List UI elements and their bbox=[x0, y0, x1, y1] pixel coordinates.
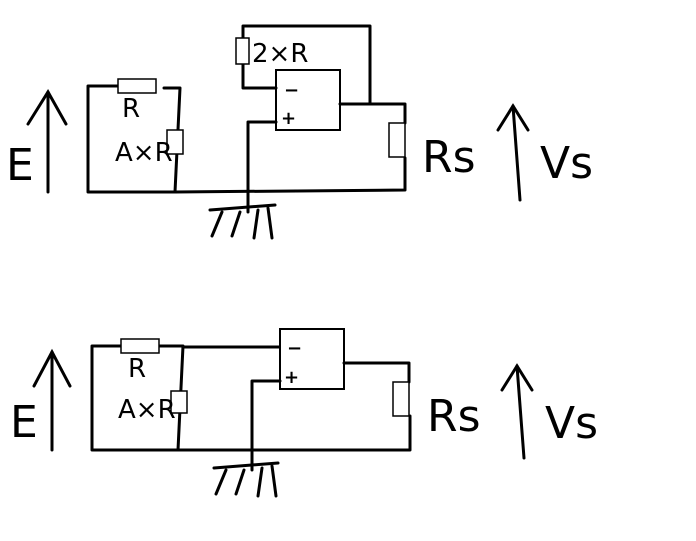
bottom-circuit: E R A×R − + Rs bbox=[10, 328, 598, 498]
bottom-opamp-inverting-sign: − bbox=[287, 338, 302, 359]
bottom-output-wire bbox=[342, 361, 411, 384]
bottom-noninverting-wire bbox=[250, 379, 282, 472]
bottom-shunt-resistor-label: A×R bbox=[118, 395, 176, 425]
top-output-voltage-label: Vs bbox=[540, 138, 593, 189]
bottom-series-resistor bbox=[120, 338, 160, 354]
bottom-load-resistor-label: Rs bbox=[427, 391, 481, 442]
bottom-source-label: E bbox=[10, 397, 38, 448]
top-opamp-inverting-sign: − bbox=[284, 80, 299, 101]
bottom-series-resistor-label: R bbox=[128, 354, 146, 384]
bottom-ground-rail bbox=[176, 414, 412, 452]
top-ground-rail bbox=[173, 156, 407, 194]
top-feedback-wire bbox=[241, 24, 372, 106]
bottom-shunt-resistor bbox=[170, 390, 188, 414]
top-opamp bbox=[275, 69, 341, 131]
bottom-output-voltage-arrow bbox=[500, 363, 534, 460]
top-feedback-resistor bbox=[235, 37, 250, 65]
top-source-arrow bbox=[26, 89, 68, 194]
top-output-wire bbox=[338, 102, 407, 125]
top-ground-icon bbox=[208, 203, 277, 240]
top-series-resistor-label: R bbox=[122, 94, 140, 124]
top-noninverting-wire bbox=[246, 120, 278, 214]
top-output-voltage-arrow bbox=[496, 103, 530, 202]
top-source-label: E bbox=[6, 140, 34, 191]
top-feedback-resistor-label: 2×R bbox=[252, 39, 308, 69]
top-load-resistor bbox=[388, 122, 406, 158]
top-series-resistor bbox=[117, 78, 157, 94]
bottom-output-voltage-label: Vs bbox=[545, 398, 598, 449]
top-load-resistor-label: Rs bbox=[422, 132, 476, 183]
bottom-left-loop-wire bbox=[90, 344, 185, 452]
top-shunt-resistor bbox=[166, 129, 184, 155]
top-left-loop-wire bbox=[86, 84, 182, 194]
bottom-source-arrow bbox=[32, 348, 72, 452]
bottom-opamp-noninverting-sign: + bbox=[284, 367, 299, 388]
bottom-load-resistor bbox=[392, 381, 410, 417]
bottom-ground-icon bbox=[212, 461, 280, 498]
top-opamp-noninverting-sign: + bbox=[281, 108, 296, 129]
top-circuit: E R A×R − + 2×R Rs bbox=[6, 24, 593, 240]
bottom-opamp bbox=[279, 328, 345, 390]
top-shunt-resistor-label: A×R bbox=[115, 138, 173, 168]
